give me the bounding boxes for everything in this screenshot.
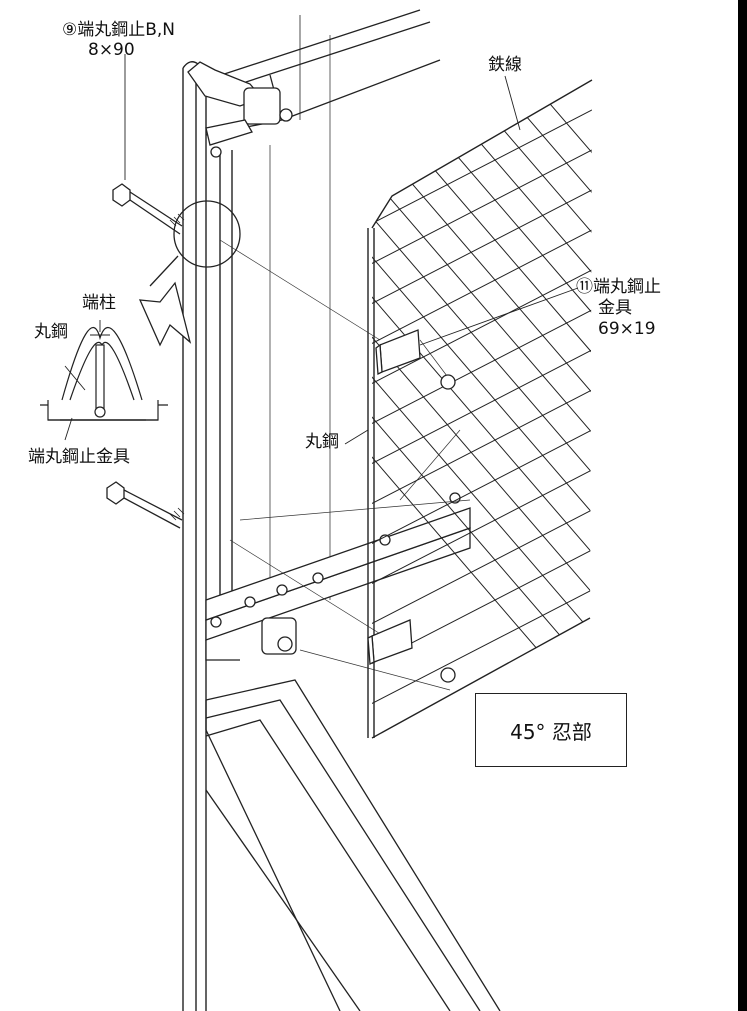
lower-rail xyxy=(205,492,471,661)
upper-bolt xyxy=(112,183,185,235)
detail-marker xyxy=(138,200,241,347)
detail-bracket-label: 端丸鋼止金具 xyxy=(28,447,130,467)
angle-callout-box: 45° 忍部 xyxy=(475,693,627,767)
label-leaders xyxy=(124,54,579,445)
end-post xyxy=(182,61,233,1011)
part-11-label-line2: 金具 xyxy=(598,298,632,318)
lower-bracket xyxy=(261,617,297,655)
part-11-label: ⑪端丸鋼止 xyxy=(576,277,661,297)
detail-round-steel-label: 丸鋼 xyxy=(34,322,68,342)
top-bracket xyxy=(187,61,293,158)
wire-mesh xyxy=(372,80,592,738)
mesh-brackets xyxy=(367,329,456,683)
part-9-size-label: 8×90 xyxy=(88,40,135,60)
angle-callout-text: 45° 忍部 xyxy=(510,719,592,744)
detail-post-label: 端柱 xyxy=(82,293,116,313)
page-edge-bar xyxy=(738,0,747,1011)
part-11-size-label: 69×19 xyxy=(598,319,656,339)
construction-lines xyxy=(219,239,471,691)
part-9-label: ⑨端丸鋼止B,N xyxy=(62,20,176,40)
round-steel-label: 丸鋼 xyxy=(305,432,339,452)
detail-inset xyxy=(40,326,168,421)
lower-frame xyxy=(205,679,501,1011)
detail-leaders xyxy=(64,320,101,441)
lower-bolt xyxy=(106,481,185,529)
wire-label: 鉄線 xyxy=(488,55,522,75)
